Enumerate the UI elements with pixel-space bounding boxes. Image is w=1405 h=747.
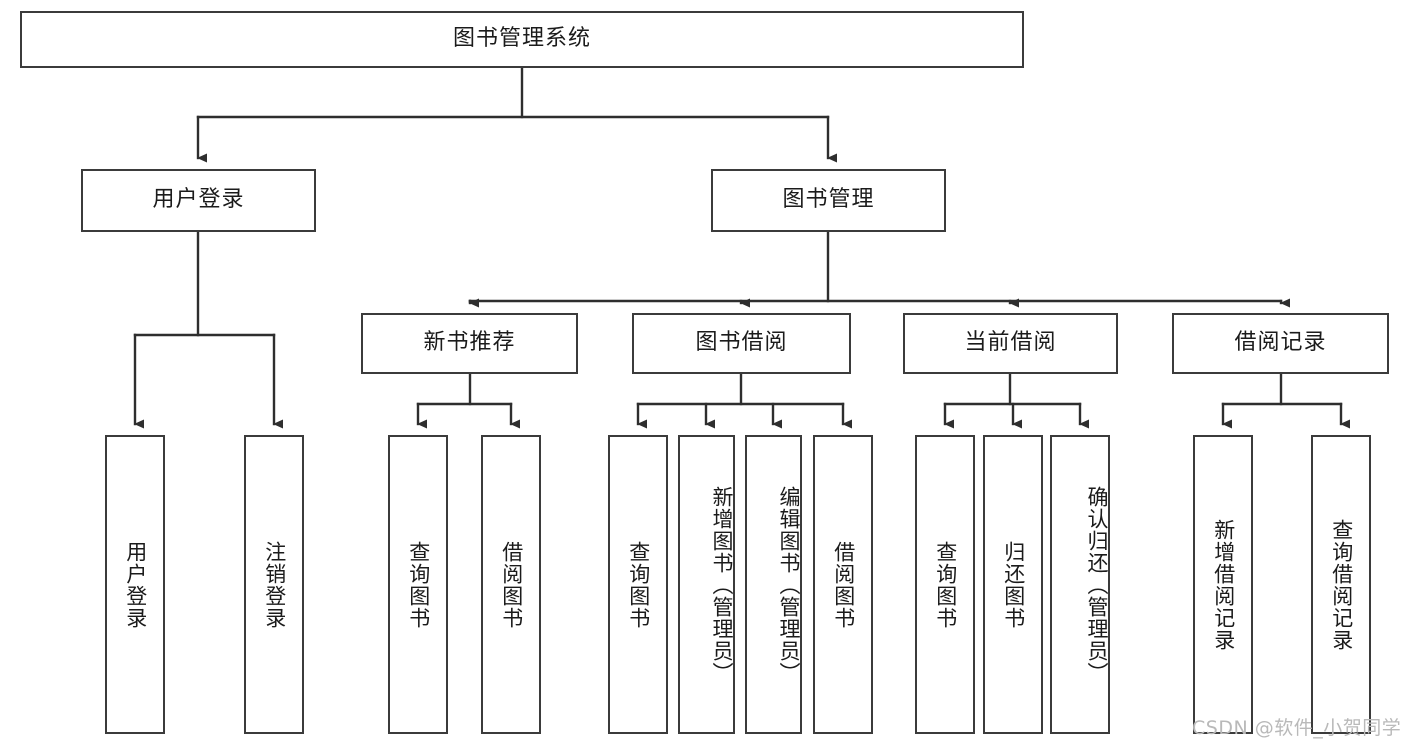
node-borrow-record[interactable]: 借阅记录: [1172, 313, 1389, 374]
node-label: 新增图书（管理员）: [710, 485, 734, 684]
node-label: 新增借阅记录: [1211, 518, 1236, 651]
node-leaf-borrow-add-book[interactable]: 新增图书（管理员）: [678, 435, 735, 734]
node-leaf-record-query[interactable]: 查询借阅记录: [1311, 435, 1371, 734]
node-leaf-record-add[interactable]: 新增借阅记录: [1193, 435, 1253, 734]
csdn-watermark: CSDN @软件_小贺同学: [1192, 717, 1402, 739]
node-label: 查询图书: [406, 540, 431, 629]
node-label: 注销登录: [262, 540, 287, 629]
node-label: 借阅记录: [1234, 330, 1327, 356]
node-label: 用户登录: [152, 187, 245, 213]
node-label: 查询借阅记录: [1329, 518, 1354, 651]
node-leaf-current-return-book[interactable]: 归还图书: [983, 435, 1043, 734]
node-leaf-borrow-edit-book[interactable]: 编辑图书（管理员）: [745, 435, 802, 734]
node-leaf-rec-query-book[interactable]: 查询图书: [388, 435, 448, 734]
node-label: 归还图书: [1001, 540, 1026, 629]
node-new-book-recommend[interactable]: 新书推荐: [361, 313, 578, 374]
node-label: 借阅图书: [499, 540, 524, 629]
node-leaf-rec-borrow-book[interactable]: 借阅图书: [481, 435, 541, 734]
node-label: 查询图书: [933, 540, 958, 629]
node-leaf-user-login[interactable]: 用户登录: [105, 435, 165, 734]
node-label: 查询图书: [626, 540, 651, 629]
node-leaf-borrow-query-book[interactable]: 查询图书: [608, 435, 668, 734]
node-label: 图书管理: [782, 187, 875, 213]
node-user-login[interactable]: 用户登录: [81, 169, 316, 232]
node-leaf-current-confirm-return[interactable]: 确认归还（管理员）: [1050, 435, 1110, 734]
node-leaf-current-query-book[interactable]: 查询图书: [915, 435, 975, 734]
node-label: 用户登录: [123, 540, 148, 629]
node-leaf-borrow-borrow-book[interactable]: 借阅图书: [813, 435, 873, 734]
node-label: 当前借阅: [964, 330, 1057, 356]
node-book-management-system[interactable]: 图书管理系统: [20, 11, 1024, 68]
node-label: 图书借阅: [695, 330, 788, 356]
node-leaf-user-logout[interactable]: 注销登录: [244, 435, 304, 734]
node-current-borrow[interactable]: 当前借阅: [903, 313, 1118, 374]
node-label: 借阅图书: [831, 540, 856, 629]
node-label: 图书管理系统: [452, 26, 591, 52]
node-label: 新书推荐: [423, 330, 516, 356]
node-book-borrow[interactable]: 图书借阅: [632, 313, 851, 374]
node-label: 确认归还（管理员）: [1085, 485, 1109, 684]
node-book-manage[interactable]: 图书管理: [711, 169, 946, 232]
node-label: 编辑图书（管理员）: [777, 485, 801, 684]
